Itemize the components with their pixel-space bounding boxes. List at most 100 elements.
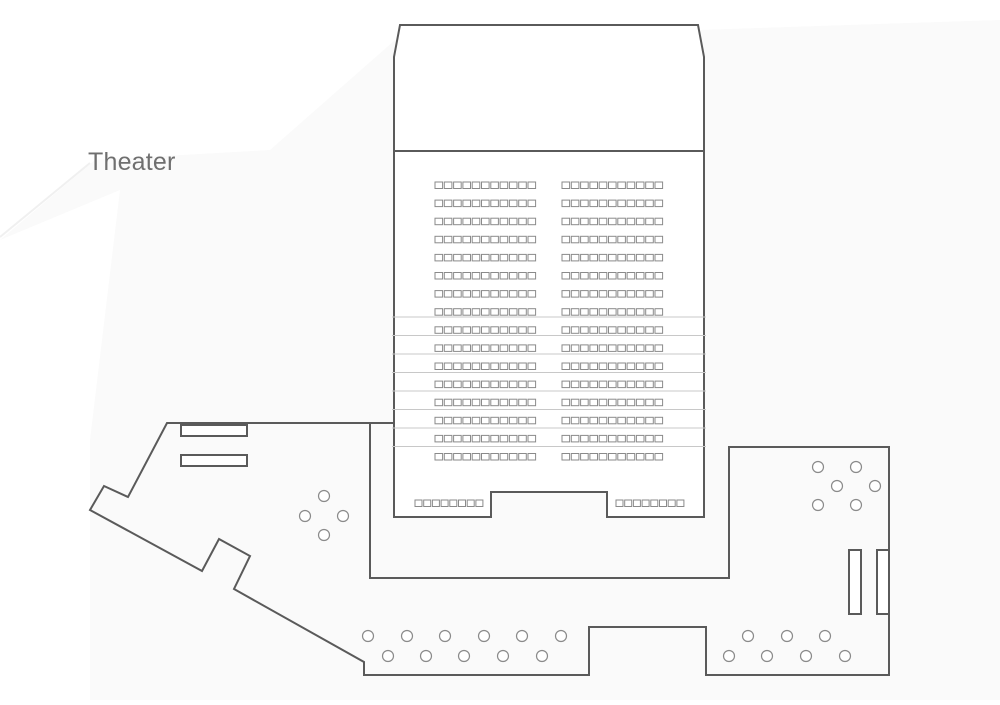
rear-seat-right [624,499,633,507]
seat-left [443,308,453,316]
seat-right [561,344,571,352]
seat-left [518,290,527,298]
seat-right [617,272,626,280]
seat-right [617,362,626,370]
seat-right [645,199,654,208]
seat-left [499,272,509,280]
seat-right [570,235,580,244]
seat-left [499,398,509,407]
seat-right [654,181,664,189]
seat-right [635,290,645,298]
seat-left [481,253,490,262]
round-table-corridor [760,649,774,663]
seat-right [561,253,571,262]
seat-left [443,253,453,262]
seat-right [570,434,580,443]
rear-seat-right [615,499,624,507]
round-table-right-lounge [811,460,825,474]
seat-left [443,453,453,461]
rear-seat-left [475,499,484,507]
seat-right [635,398,645,407]
seat-left [453,326,462,334]
seat-right [608,380,617,389]
seat-left [508,290,518,298]
round-table-right-lounge [849,460,863,474]
seat-left [434,272,444,280]
seat-left [443,272,453,280]
seat-right [626,235,636,244]
seat-left [490,453,499,461]
seat-right [635,253,645,262]
seat-left [453,217,462,226]
seat-left [453,272,462,280]
rear-seat-right [641,499,650,507]
theater-hall-wall [393,24,705,518]
seat-right [570,453,580,461]
seat-right [654,308,664,316]
round-table-corridor [515,629,529,643]
seat-right [598,290,608,298]
bench-right-2 [876,549,890,615]
seat-left [471,453,481,461]
seat-left [471,398,481,407]
seat-right [635,344,645,352]
seat-right [645,344,654,352]
seat-right [608,199,617,208]
seat-right [570,290,580,298]
seat-left [508,235,518,244]
seat-left [481,380,490,389]
seat-left [471,290,481,298]
round-table-corridor [780,629,794,643]
seat-right [589,453,599,461]
seat-right [580,434,589,443]
seat-left [462,362,471,370]
seat-right [626,453,636,461]
seat-right [561,235,571,244]
seat-right [561,398,571,407]
seat-right [645,362,654,370]
round-table-left-lounge [317,528,331,542]
seat-left [471,308,481,316]
seat-left [508,453,518,461]
round-table-left-lounge [336,509,350,523]
round-table-left-lounge [298,509,312,523]
seat-left [518,199,527,208]
rear-seat-right [632,499,641,507]
round-table-right-lounge [868,479,882,493]
seat-right [598,272,608,280]
seat-left [462,434,471,443]
seat-left [499,308,509,316]
seat-right [589,181,599,189]
seat-right [570,398,580,407]
seat-right [608,453,617,461]
bench-left-top [180,424,248,437]
seat-right [645,181,654,189]
seat-left [471,416,481,425]
seat-right [608,181,617,189]
seat-right [626,416,636,425]
seat-left [434,199,444,208]
seat-left [481,199,490,208]
round-table-corridor [838,649,852,663]
seat-right [617,434,626,443]
seat-left [462,326,471,334]
round-table-corridor [477,629,491,643]
seat-left [518,398,527,407]
seat-left [499,434,509,443]
seat-right [598,181,608,189]
background-edge-line [0,162,91,238]
seat-right [598,344,608,352]
seat-left [434,217,444,226]
seat-right [580,398,589,407]
seat-left [481,344,490,352]
seat-right [580,416,589,425]
seat-left [471,362,481,370]
seat-left [471,326,481,334]
seat-right [617,380,626,389]
seat-right [635,326,645,334]
seat-left [499,217,509,226]
seat-left [434,416,444,425]
seat-left [434,434,444,443]
seat-left [481,272,490,280]
